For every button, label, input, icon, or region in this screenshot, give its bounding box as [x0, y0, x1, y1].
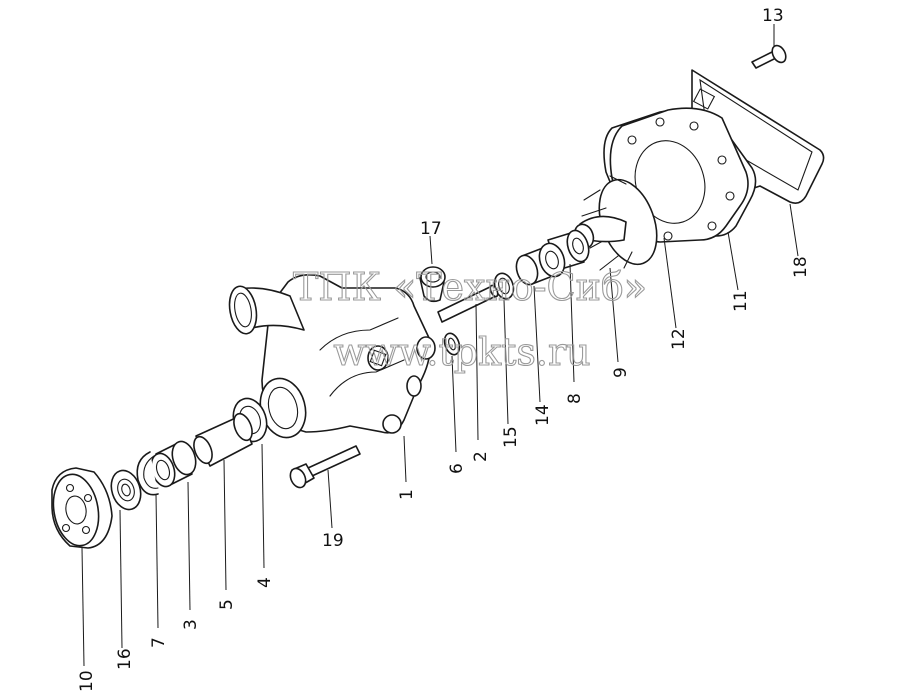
callout-5: 5 — [217, 599, 237, 610]
part-7-snap-ring — [136, 451, 159, 496]
part-2-shaft — [437, 284, 499, 323]
part-6-ring — [443, 332, 461, 356]
callout-14: 14 — [533, 404, 553, 426]
callout-11: 11 — [731, 290, 751, 312]
callout-2: 2 — [471, 451, 491, 462]
callout-19: 19 — [322, 531, 344, 551]
part-17-fitting — [419, 266, 446, 303]
part-5-sleeve — [193, 412, 253, 467]
watermark-url: www.tpkts.ru — [333, 330, 590, 374]
part-3-bearing — [150, 440, 197, 488]
callouts: 13 18 11 12 9 8 14 15 2 6 17 1 19 4 5 3 … — [77, 6, 811, 692]
leader-lines — [81, 24, 799, 667]
watermark-company: ТПК «Техно-Сиб» — [293, 265, 647, 309]
callout-7: 7 — [149, 637, 169, 648]
callout-13: 13 — [762, 6, 784, 26]
callout-16: 16 — [115, 648, 135, 670]
part-19-bolt — [289, 445, 361, 489]
callout-17: 17 — [420, 219, 442, 239]
watermark: ТПК «Техно-Сиб» www.tpkts.ru — [292, 264, 647, 374]
callout-9: 9 — [611, 367, 631, 378]
callout-15: 15 — [501, 426, 521, 448]
callout-10: 10 — [77, 670, 97, 692]
part-9-impeller — [573, 175, 658, 271]
part-16-seal — [110, 469, 142, 511]
callout-3: 3 — [181, 619, 201, 630]
callout-8: 8 — [565, 393, 585, 404]
part-15-snap-ring — [493, 272, 515, 300]
part-14-bearing — [515, 242, 566, 286]
callout-6: 6 — [447, 463, 467, 474]
part-10-pulley-hub — [51, 467, 113, 549]
callout-1: 1 — [397, 489, 417, 500]
callout-18: 18 — [791, 256, 811, 278]
part-13-bolt — [751, 44, 787, 69]
part-1-pump-housing — [228, 274, 436, 439]
callout-4: 4 — [255, 577, 275, 588]
callout-12: 12 — [669, 328, 689, 350]
